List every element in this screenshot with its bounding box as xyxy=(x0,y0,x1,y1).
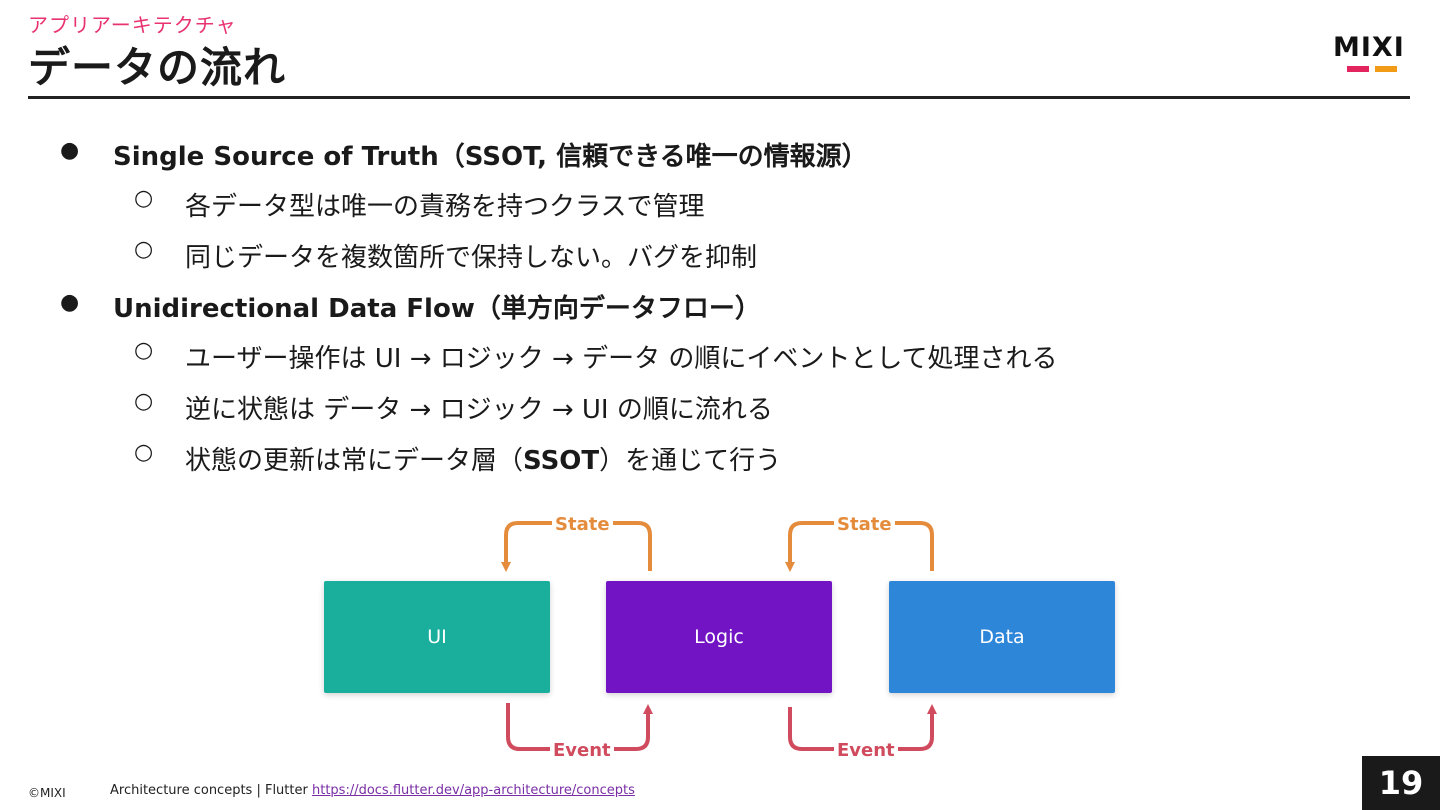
data-box: Data xyxy=(889,581,1115,693)
ui-box: UI xyxy=(324,581,550,693)
sub-bullet-item: ○ 同じデータを複数箇所で保持しない。バグを抑制 xyxy=(60,231,1360,282)
state-label: State xyxy=(834,514,895,535)
bullet-circle-icon: ○ xyxy=(134,186,154,211)
bullet-disc-icon: ● xyxy=(60,290,80,315)
bullet-item: ● Single Source of Truth（SSOT, 信頼できる唯一の情… xyxy=(60,130,1360,180)
sub-bullet-text-after: ）を通じて行う xyxy=(599,446,782,476)
source-footnote: Architecture concepts | Flutter https://… xyxy=(110,783,635,798)
bullet-text: Single Source of Truth（SSOT, 信頼できる唯一の情報源… xyxy=(113,142,868,172)
mixi-logo: MIXI xyxy=(1333,32,1411,74)
sub-bullet-text: 状態の更新は常にデータ層（SSOT）を通じて行う xyxy=(185,440,781,477)
copyright: ©MIXI xyxy=(28,786,66,800)
logo-pink-bar xyxy=(1347,66,1369,72)
sub-bullet-item: ○ 状態の更新は常にデータ層（SSOT）を通じて行う xyxy=(60,434,1360,485)
section-kicker: アプリアーキテクチャ xyxy=(28,13,237,37)
logo-orange-bar xyxy=(1375,66,1397,72)
sub-bullet-item: ○ ユーザー操作は UI → ロジック → データ の順にイベントとして処理され… xyxy=(60,332,1360,383)
sub-bullet-text-before: 状態の更新は常にデータ層（ xyxy=(185,446,524,476)
bullet-disc-icon: ● xyxy=(60,138,80,163)
data-flow-diagram: State State Event Event UI Logic Data xyxy=(300,505,1140,765)
sub-bullet-item: ○ 逆に状態は データ → ロジック → UI の順に流れる xyxy=(60,383,1360,434)
title-divider xyxy=(28,96,1410,99)
bullet-circle-icon: ○ xyxy=(134,440,154,465)
bullet-text: Unidirectional Data Flow（単方向データフロー） xyxy=(113,294,761,324)
page-title: データの流れ xyxy=(28,43,287,92)
sub-bullet-text: 逆に状態は データ → ロジック → UI の順に流れる xyxy=(185,395,773,425)
source-link[interactable]: https://docs.flutter.dev/app-architectur… xyxy=(311,783,635,798)
ssot-emphasis: SSOT xyxy=(523,446,600,476)
bullet-circle-icon: ○ xyxy=(134,237,154,262)
event-label: Event xyxy=(834,740,898,761)
logic-box: Logic xyxy=(606,581,832,693)
bullet-circle-icon: ○ xyxy=(134,389,154,414)
sub-bullet-text: 同じデータを複数箇所で保持しない。バグを抑制 xyxy=(185,243,758,273)
bullet-circle-icon: ○ xyxy=(134,338,154,363)
state-label: State xyxy=(552,514,613,535)
page-number: 19 xyxy=(1362,756,1440,810)
source-text: Architecture concepts | Flutter xyxy=(110,783,312,798)
bullet-list: ● Single Source of Truth（SSOT, 信頼できる唯一の情… xyxy=(60,130,1360,485)
event-label: Event xyxy=(550,740,614,761)
logo-wordmark: MIXI xyxy=(1333,32,1405,63)
sub-bullet-text: ユーザー操作は UI → ロジック → データ の順にイベントとして処理される xyxy=(185,344,1058,374)
sub-bullet-text: 各データ型は唯一の責務を持つクラスで管理 xyxy=(185,192,705,222)
bullet-item: ● Unidirectional Data Flow（単方向データフロー） xyxy=(60,282,1360,332)
sub-bullet-item: ○ 各データ型は唯一の責務を持つクラスで管理 xyxy=(60,180,1360,231)
